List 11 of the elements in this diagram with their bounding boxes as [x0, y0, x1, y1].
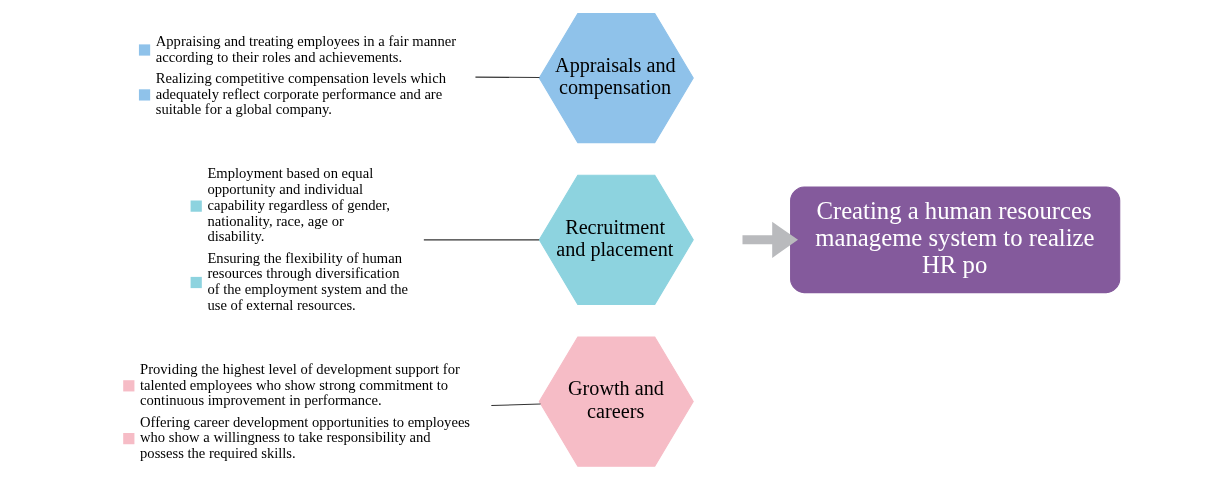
arrow [742, 221, 798, 258]
node-label: Offering career development opportunities to employees who show a willingness to take responsibility and possess the required skills. [140, 413, 471, 461]
node-label: Employment based on equal opportunity and individual capability regardless of gender, nationality, race, age or disability. [207, 164, 391, 244]
connector [423, 238, 540, 240]
node-label: Providing the highest level of development support for talented employees who show strong commitment to continuous improvement in performance. [140, 360, 460, 408]
node-box: Creating a human resources manageme system to realize HR po [790, 185, 1121, 293]
connector [490, 402, 542, 406]
node-label: Realizing competitive compensation levels which adequately reflect corporate performance and are suitable for a global company. [155, 69, 446, 117]
node-label: Appraising and treating employees in a fair manner according to their roles and achievements. [155, 32, 457, 65]
connector [474, 76, 541, 78]
node-label: Ensuring the flexibility of human resources through diversification of the employment system and the use of external resources. [207, 249, 409, 313]
